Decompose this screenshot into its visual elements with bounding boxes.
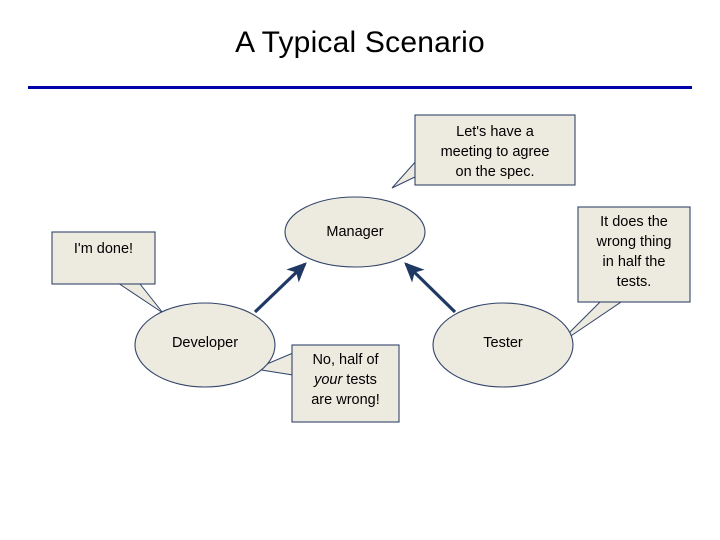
node-developer[interactable] [134,302,276,388]
node-tester[interactable] [432,302,574,388]
developer-done-callout-box[interactable] [51,231,156,285]
developer-done-callout-tail [116,282,164,314]
developer-rebuttal-callout-box[interactable] [291,344,400,423]
page-title: A Typical Scenario [235,26,485,59]
arrow-developer-to-manager [253,262,307,314]
node-manager[interactable] [284,196,426,268]
tester-callout-box[interactable] [577,206,691,303]
manager-callout-box[interactable] [414,114,576,186]
arrow-tester-to-manager [404,262,457,314]
manager-callout-tail [391,158,418,189]
title-divider [28,86,692,89]
